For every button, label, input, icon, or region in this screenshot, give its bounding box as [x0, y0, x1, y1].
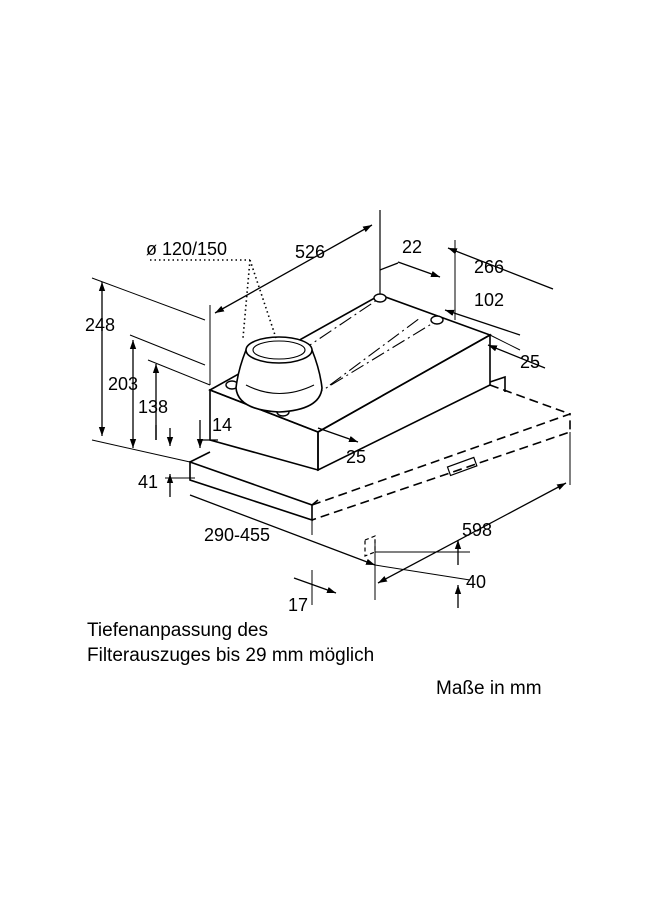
depth-adjust-note: Tiefenanpassung des Filterauszuges bis 2… [87, 618, 374, 668]
filter-drawer [189, 375, 571, 557]
label-598: 598 [462, 520, 492, 540]
label-25-mid: 25 [346, 447, 366, 467]
hood-body [208, 210, 492, 472]
dim-line-17 [293, 577, 337, 594]
label-290-455: 290-455 [204, 525, 270, 545]
dimension-labels: ø 120/150 526 22 266 102 25 248 203 138 … [85, 237, 540, 615]
label-203: 203 [108, 374, 138, 394]
mounting-hole [430, 315, 444, 325]
drawer-front-panel [189, 460, 313, 522]
label-248: 248 [85, 315, 115, 335]
drawer-handle [446, 456, 478, 477]
dim-line-526 [214, 224, 373, 314]
label-138: 138 [138, 397, 168, 417]
label-17: 17 [288, 595, 308, 615]
hood-side-face [317, 333, 491, 472]
label-14: 14 [212, 415, 232, 435]
label-41: 41 [138, 472, 158, 492]
dim-line-25-mid [317, 427, 359, 443]
units-note: Maße in mm [436, 678, 542, 699]
dim-line-22 [397, 261, 441, 278]
mounting-hole [373, 293, 387, 303]
label-22: 22 [402, 237, 422, 257]
depth-adjust-line-2: Filterauszuges bis 29 mm möglich [87, 645, 375, 666]
diameter-leader [150, 259, 277, 339]
label-25-top: 25 [520, 352, 540, 372]
label-duct-diameter: ø 120/150 [146, 239, 227, 259]
dim-line-25-top [487, 344, 546, 369]
dim-line-266 [447, 247, 554, 290]
depth-adjust-line-1: Tiefenanpassung des [87, 620, 268, 641]
dim-line-290-455 [189, 494, 376, 566]
label-526: 526 [295, 242, 325, 262]
label-102: 102 [474, 290, 504, 310]
dim-line-598 [377, 482, 567, 584]
dimension-lines [91, 210, 571, 608]
dim-line-102 [444, 309, 521, 336]
exhaust-collar [235, 336, 323, 413]
label-40: 40 [466, 572, 486, 592]
drawer-extended-dashed [311, 412, 571, 521]
label-266: 266 [474, 257, 504, 277]
